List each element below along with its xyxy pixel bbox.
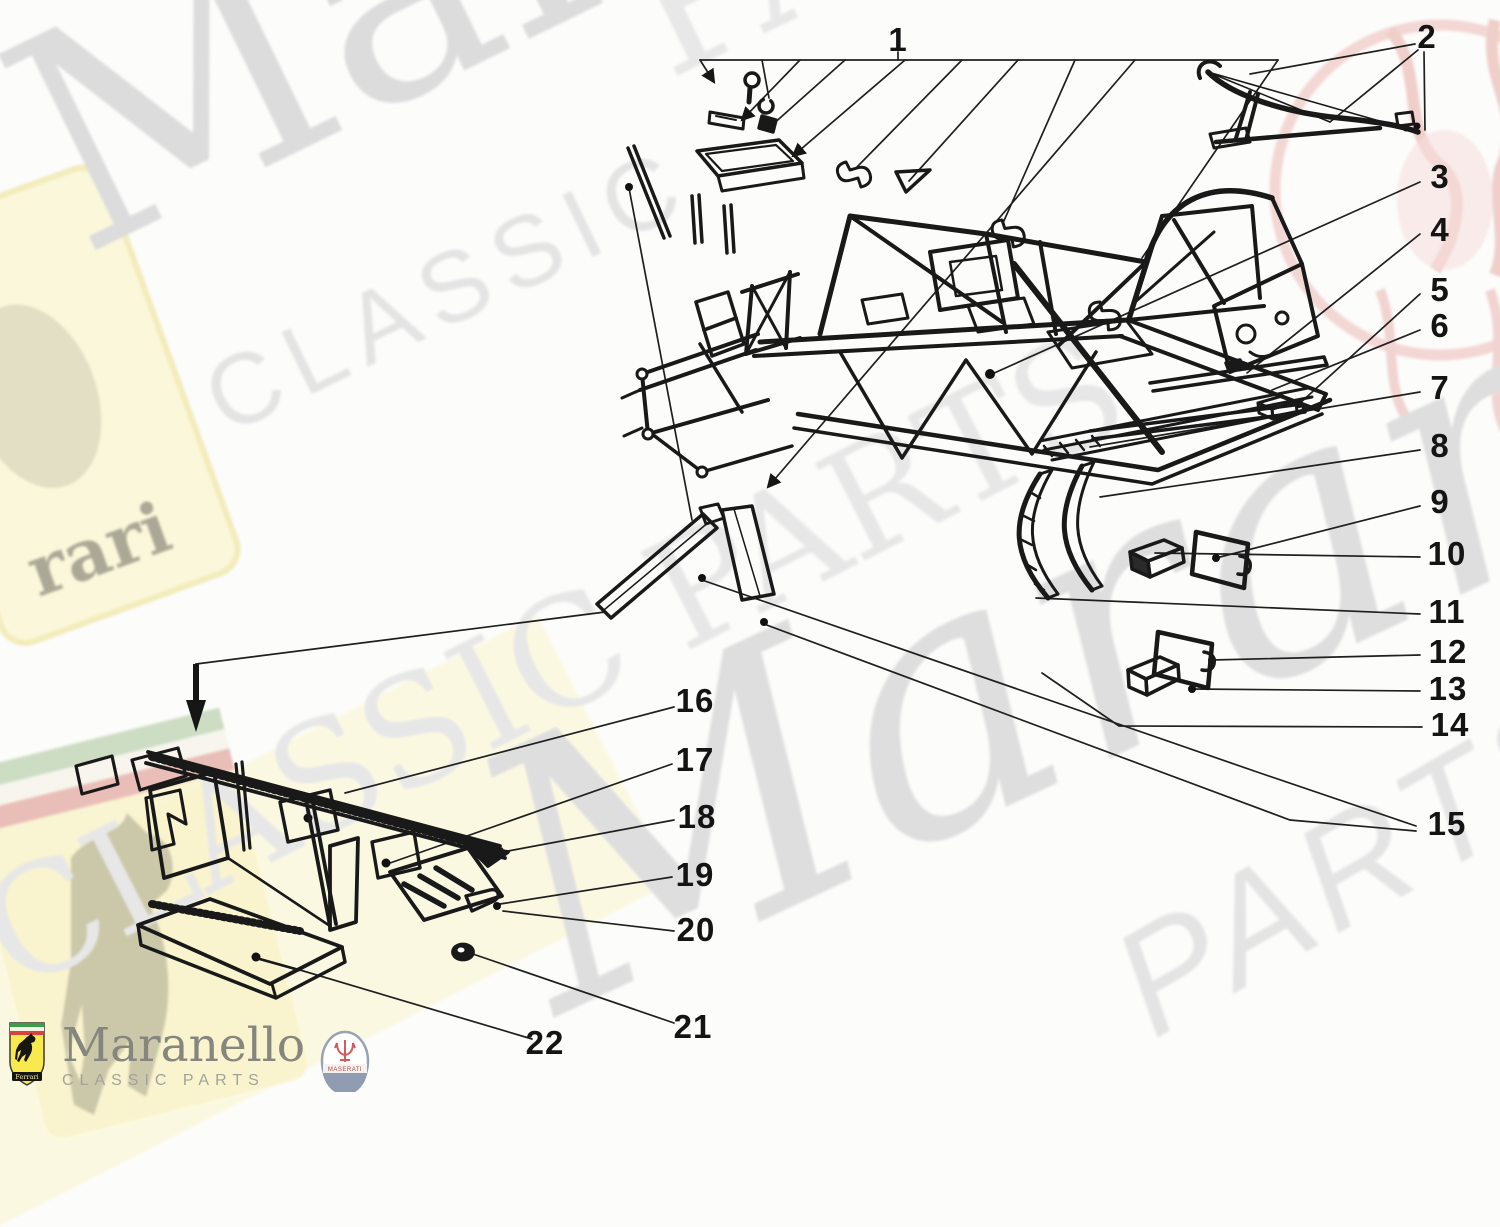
- callout-label-7: 7: [1430, 369, 1450, 406]
- callout-label-21: 21: [673, 1008, 713, 1045]
- callout-label-14: 14: [1430, 706, 1470, 743]
- ferrari-shield-text: Ferrari: [15, 1073, 38, 1081]
- callout-label-3: 3: [1430, 158, 1450, 195]
- chassis-frame-drawing: [620, 188, 1333, 486]
- maserati-logo-icon: MASERATI: [320, 1030, 370, 1092]
- callout-label-4: 4: [1430, 211, 1450, 248]
- sill-tubes-drawing: [595, 502, 776, 620]
- callout-label-22: 22: [525, 1024, 565, 1061]
- brand-tagline: CLASSIC PARTS: [62, 1072, 265, 1089]
- footer-brand: Ferrari Maranello CLASSIC PARTS MASERATI: [8, 1022, 371, 1097]
- exploded-parts-diagram: [74, 43, 1426, 1040]
- callout-label-15: 15: [1427, 805, 1467, 842]
- callout-label-18: 18: [677, 798, 717, 835]
- callout-label-5: 5: [1430, 271, 1450, 308]
- body-panels-drawing: [74, 746, 510, 1000]
- callout-label-11: 11: [1428, 593, 1466, 630]
- front-subframe-drawing: [1196, 59, 1421, 150]
- callout-label-16: 16: [675, 682, 715, 719]
- sill-strips-drawing: [1038, 355, 1329, 462]
- callout-label-9: 9: [1430, 483, 1450, 520]
- ferrari-shield-icon: Ferrari: [9, 1022, 45, 1086]
- callout-label-12: 12: [1428, 633, 1468, 670]
- callout-label-10: 10: [1427, 535, 1467, 572]
- brand-name: Maranello: [62, 1018, 306, 1073]
- fastener-parts-drawing: [626, 71, 1126, 334]
- callout-label-8: 8: [1430, 427, 1450, 464]
- callout-label-20: 20: [676, 911, 716, 948]
- callout-label-2: 2: [1417, 18, 1437, 55]
- callout-label-1: 1: [888, 21, 908, 58]
- callout-label-13: 13: [1428, 670, 1468, 707]
- callout-label-6: 6: [1430, 307, 1450, 344]
- arch-panels-drawing: [1016, 460, 1253, 697]
- down-arrow-icon: [186, 664, 206, 732]
- callout-label-17: 17: [675, 741, 715, 778]
- callout-label-19: 19: [675, 856, 715, 893]
- maserati-logo-text: MASERATI: [328, 1067, 362, 1073]
